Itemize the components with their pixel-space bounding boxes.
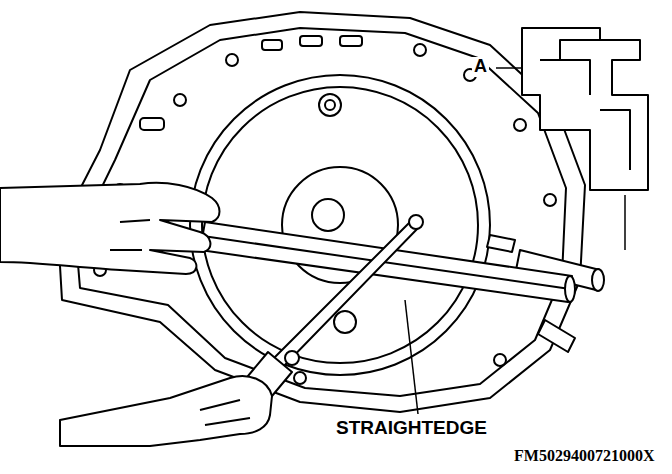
bore-outer (190, 75, 490, 375)
lower-hand (60, 376, 272, 446)
straightedge-end (565, 276, 575, 302)
boss (319, 94, 341, 116)
finger-line (110, 220, 150, 250)
leader-line (405, 300, 418, 414)
fitting (487, 235, 515, 252)
shaft (312, 199, 344, 231)
part-label: STRAIGHTEDGE (334, 418, 489, 439)
figure-code: FM5029400721000X (512, 447, 656, 465)
gauge-knob (285, 351, 299, 365)
pipe-end (592, 269, 604, 291)
gauge-rod (270, 220, 420, 370)
finger-line (200, 400, 250, 425)
gauge-tip (409, 215, 423, 229)
inset-section (522, 28, 648, 190)
part-label: A (472, 57, 489, 77)
upper-hand (0, 183, 220, 274)
straightedge-edge (203, 236, 570, 289)
bore-inner (202, 87, 478, 363)
leader-line (624, 195, 626, 250)
boss (334, 311, 356, 333)
leader-line (496, 67, 522, 69)
inset-detail (540, 40, 630, 170)
boss (325, 100, 335, 110)
fitting (538, 320, 575, 352)
